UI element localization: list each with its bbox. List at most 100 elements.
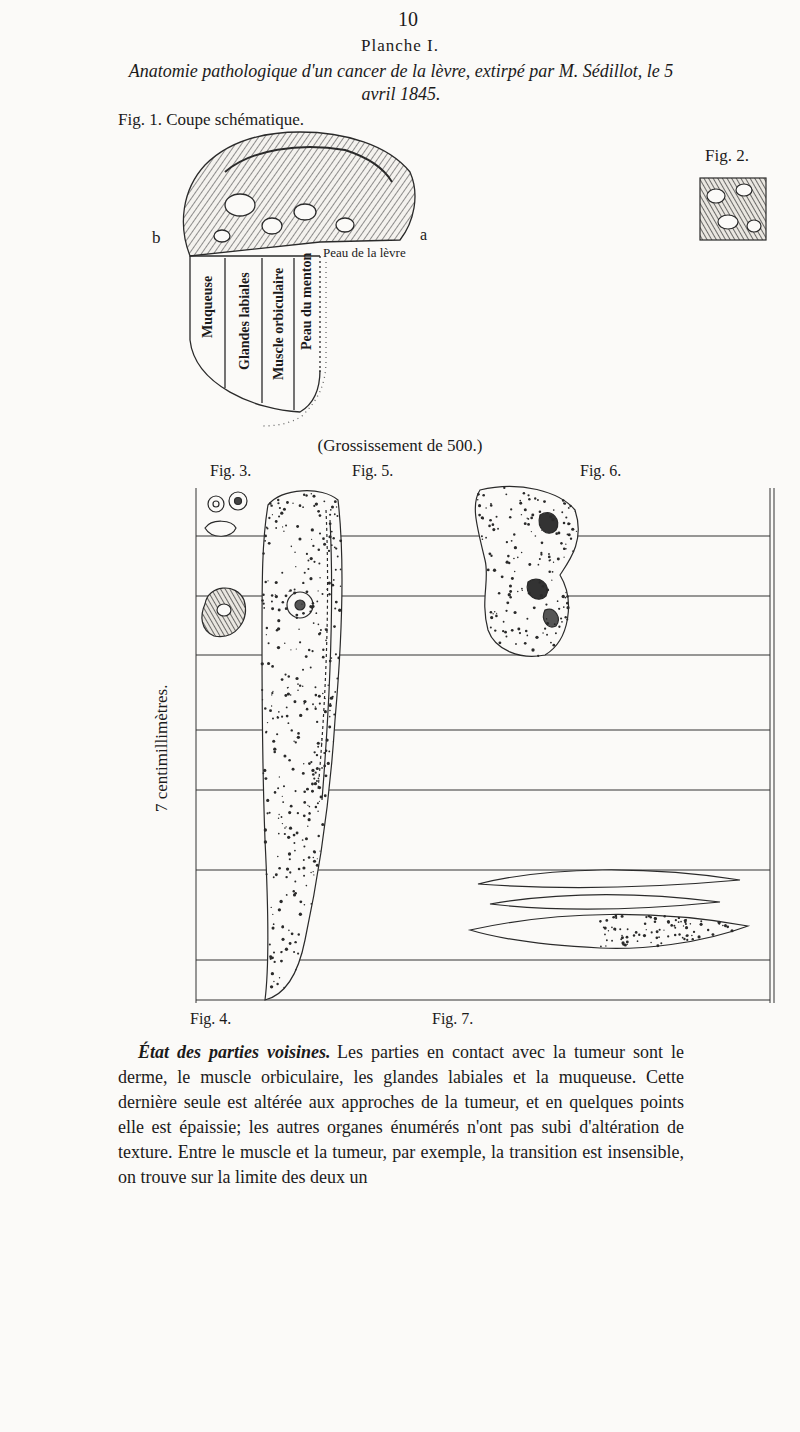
stipple-dot [308,762,311,765]
stipple-dot [548,556,551,559]
stipple-dot [511,577,514,580]
stipple-dot [318,562,320,564]
stipple-dot [278,711,280,713]
stipple-dot [538,564,540,566]
stipple-dot [693,931,695,933]
stipple-dot [288,759,291,762]
stipple-dot [339,539,342,542]
fiber-streak [318,510,328,790]
figure-caption: Fig. 4. [190,1010,231,1028]
stipple-dot [551,518,554,521]
stipple-dot [667,921,670,924]
stipple-dot [608,930,609,931]
stipple-dot [265,731,267,733]
stipple-dot [319,632,321,634]
stipple-dot [541,542,544,545]
stipple-dot [685,926,688,929]
stipple-dot [302,685,304,687]
stipple-dot [277,627,280,630]
stipple-dot [324,710,327,713]
stipple-dot [336,678,338,680]
stipple-dot [277,787,279,789]
stipple-dot [311,539,312,540]
stipple-dot [266,627,268,629]
stipple-dot [565,516,567,518]
figure-caption: Fig. 2. [705,146,749,166]
stipple-dot [295,741,297,743]
stipple-dot [656,944,659,947]
plate-title: Planche I. [0,36,800,56]
stipple-dot [302,669,304,671]
stipple-dot [284,694,287,697]
stipple-dot [271,907,272,908]
stipple-dot [328,581,331,584]
stipple-dot [317,835,319,837]
stipple-dot [262,552,264,554]
stipple-dot [294,880,296,882]
stipple-dot [269,812,271,814]
stipple-dot [299,684,301,686]
stipple-dot [563,522,566,525]
stipple-dot [576,531,577,532]
stipple-dot [318,777,320,779]
stipple-dot [311,493,312,494]
stipple-dot [517,557,519,559]
stipple-dot [312,773,315,776]
stipple-dot [317,746,319,748]
stipple-dot [555,632,557,634]
stipple-dot [674,934,676,936]
stipple-dot [303,700,306,703]
stipple-dot [309,611,311,613]
stipple-dot [281,716,283,718]
stipple-dot [303,875,305,877]
stipple-dot [322,649,324,651]
stipple-dot [329,703,331,705]
gland-lobule [225,194,255,216]
stipple-dot [302,612,305,615]
stipple-dot [277,502,279,504]
stipple-dot [267,722,268,723]
stipple-dot [546,634,548,636]
stipple-dot [271,594,274,597]
stipple-dot [675,919,677,921]
stipple-dot [308,818,311,821]
stipple-dot [298,933,300,935]
dark-cluster [527,579,547,599]
stipple-dot [564,503,566,505]
cell-nucleus [295,600,305,610]
stipple-dot [513,558,515,560]
stipple-dot [293,842,295,844]
stipple-dot [266,873,268,875]
stipple-dot [540,553,542,555]
stipple-dot [549,560,551,562]
stipple-dot [627,928,629,930]
stipple-dot [613,927,616,930]
stipple-dot [334,691,336,693]
stipple-dot [626,941,629,944]
stipple-dot [691,935,693,937]
stipple-dot [311,607,313,609]
stipple-dot [267,580,268,581]
stipple-dot [599,920,601,922]
stipple-dot [283,508,286,511]
stipple-dot [565,597,567,599]
stipple-dot [336,515,338,517]
stipple-dot [712,933,715,936]
stipple-dot [298,868,301,871]
stipple-dot [561,621,563,623]
stipple-dot [566,606,569,609]
stipple-dot [521,514,522,515]
stipple-dot [275,527,277,529]
stipple-dot [551,579,552,580]
stipple-dot [537,499,539,501]
stipple-dot [494,629,496,631]
stipple-dot [337,657,340,660]
stipple-dot [314,686,316,688]
stipple-dot [497,528,499,530]
stipple-dot [318,786,321,789]
stipple-dot [302,772,305,775]
stipple-dot [648,915,650,917]
stipple-dot [299,504,302,507]
stipple-dot [306,590,309,593]
stipple-dot [575,511,576,512]
